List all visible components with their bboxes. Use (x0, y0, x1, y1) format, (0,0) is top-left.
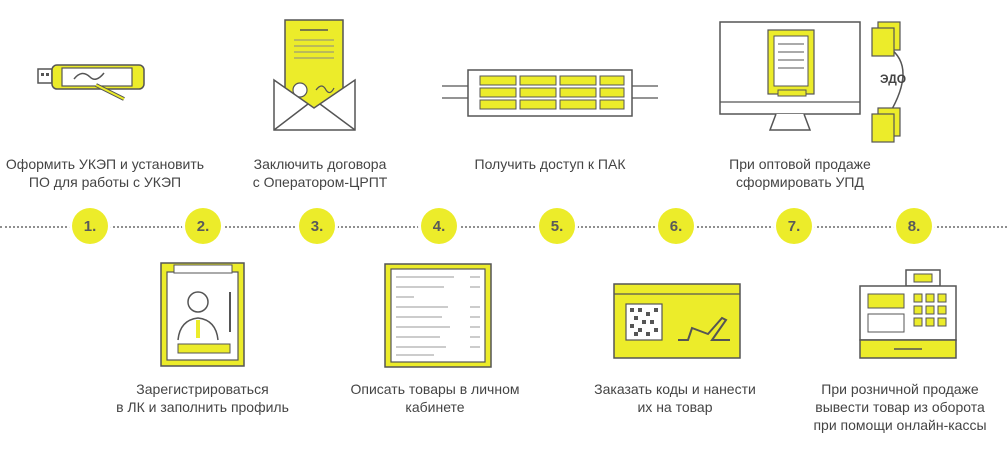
step-7-line-1: При оптовой продаже (729, 156, 871, 172)
step-2-badge: 2. (185, 208, 221, 244)
contract-envelope-icon (272, 18, 357, 133)
step-7-label: При оптовой продаже сформировать УПД (710, 155, 890, 191)
step-5-badge: 5. (539, 208, 575, 244)
step-8-badge: 8. (896, 208, 932, 244)
step-8-line-3: при помощи онлайн-кассы (813, 417, 987, 433)
step-1-line-2: ПО для работы с УКЭП (28, 174, 182, 190)
step-6-badge: 6. (658, 208, 694, 244)
timeline-dotted-line (0, 226, 1007, 228)
step-3-line-2: с Оператором-ЦРПТ (252, 174, 388, 190)
server-rack-icon (440, 68, 660, 118)
step-8-label: При розничной продаже вывести товар из о… (805, 380, 995, 434)
step-4-badge: 4. (421, 208, 457, 244)
usb-token-icon (36, 55, 148, 105)
step-5-line-1: Получить доступ к ПАК (474, 156, 626, 172)
step-2-line-2: в ЛК и заполнить профиль (116, 399, 289, 415)
step-8-line-2: вывести товар из оборота (815, 399, 985, 415)
computer-edo-icon: ЭДО (718, 14, 938, 144)
step-1-label: Оформить УКЭП и установить ПО для работы… (0, 155, 210, 191)
step-4-line-2: кабинете (405, 399, 465, 415)
step-4-label: Описать товары в личном кабинете (335, 380, 535, 416)
datamatrix-shoe-box-icon (612, 278, 742, 360)
step-7-line-2: сформировать УПД (736, 174, 864, 190)
step-6-line-2: их на товар (637, 399, 713, 415)
step-6-label: Заказать коды и нанести их на товар (580, 380, 770, 416)
step-3-line-1: Заключить договора (253, 156, 387, 172)
document-list-icon (384, 263, 492, 368)
profile-form-icon (160, 262, 245, 367)
edo-label: ЭДО (880, 72, 907, 86)
step-5-label: Получить доступ к ПАК (455, 155, 645, 173)
step-2-line-1: Зарегистрироваться (136, 381, 269, 397)
step-4-line-1: Описать товары в личном (350, 381, 520, 397)
step-1-badge: 1. (72, 208, 108, 244)
step-7-badge: 7. (776, 208, 812, 244)
step-3-label: Заключить договора с Оператором-ЦРПТ (230, 155, 410, 191)
cash-register-icon (858, 268, 958, 360)
step-3-badge: 3. (299, 208, 335, 244)
step-6-line-1: Заказать коды и нанести (594, 381, 756, 397)
step-1-line-1: Оформить УКЭП и установить (5, 156, 205, 172)
step-2-label: Зарегистрироваться в ЛК и заполнить проф… (105, 380, 300, 416)
step-8-line-1: При розничной продаже (821, 381, 979, 397)
